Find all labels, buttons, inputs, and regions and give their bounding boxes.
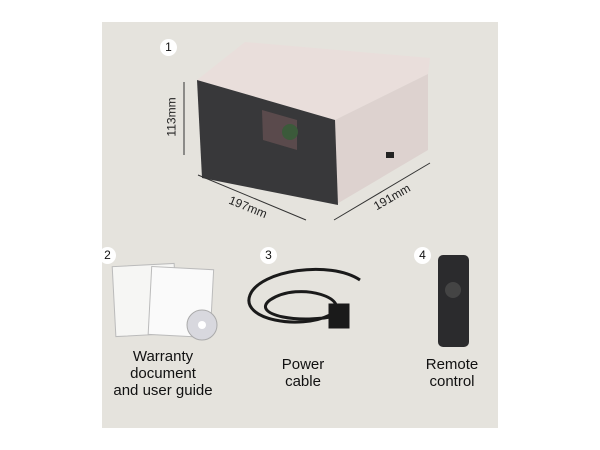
- item-number-4: 4: [414, 247, 431, 264]
- label-line: control: [429, 373, 475, 390]
- label-line: cable: [285, 373, 321, 390]
- item-number-2: 2: [99, 247, 116, 264]
- height-dimension: 113mm: [164, 97, 179, 137]
- power-cable-image: [247, 267, 361, 329]
- label-line: Power: [281, 356, 325, 373]
- label-line: Remote: [425, 356, 479, 373]
- label-line: and user guide: [113, 382, 213, 399]
- warranty-label: Warranty document and user guide: [102, 348, 224, 399]
- power-cable-label: Power cable: [253, 356, 353, 390]
- item-number-3: 3: [260, 247, 277, 264]
- item-number-1: 1: [160, 39, 177, 56]
- projector-image: [197, 42, 430, 205]
- remote-control-label: Remote control: [402, 356, 502, 390]
- label-line: document: [130, 365, 196, 382]
- label-line: Warranty: [132, 348, 194, 365]
- remote-control-image: [438, 255, 469, 347]
- warranty-document-image: [111, 262, 218, 341]
- dimension-arrows: [183, 82, 431, 221]
